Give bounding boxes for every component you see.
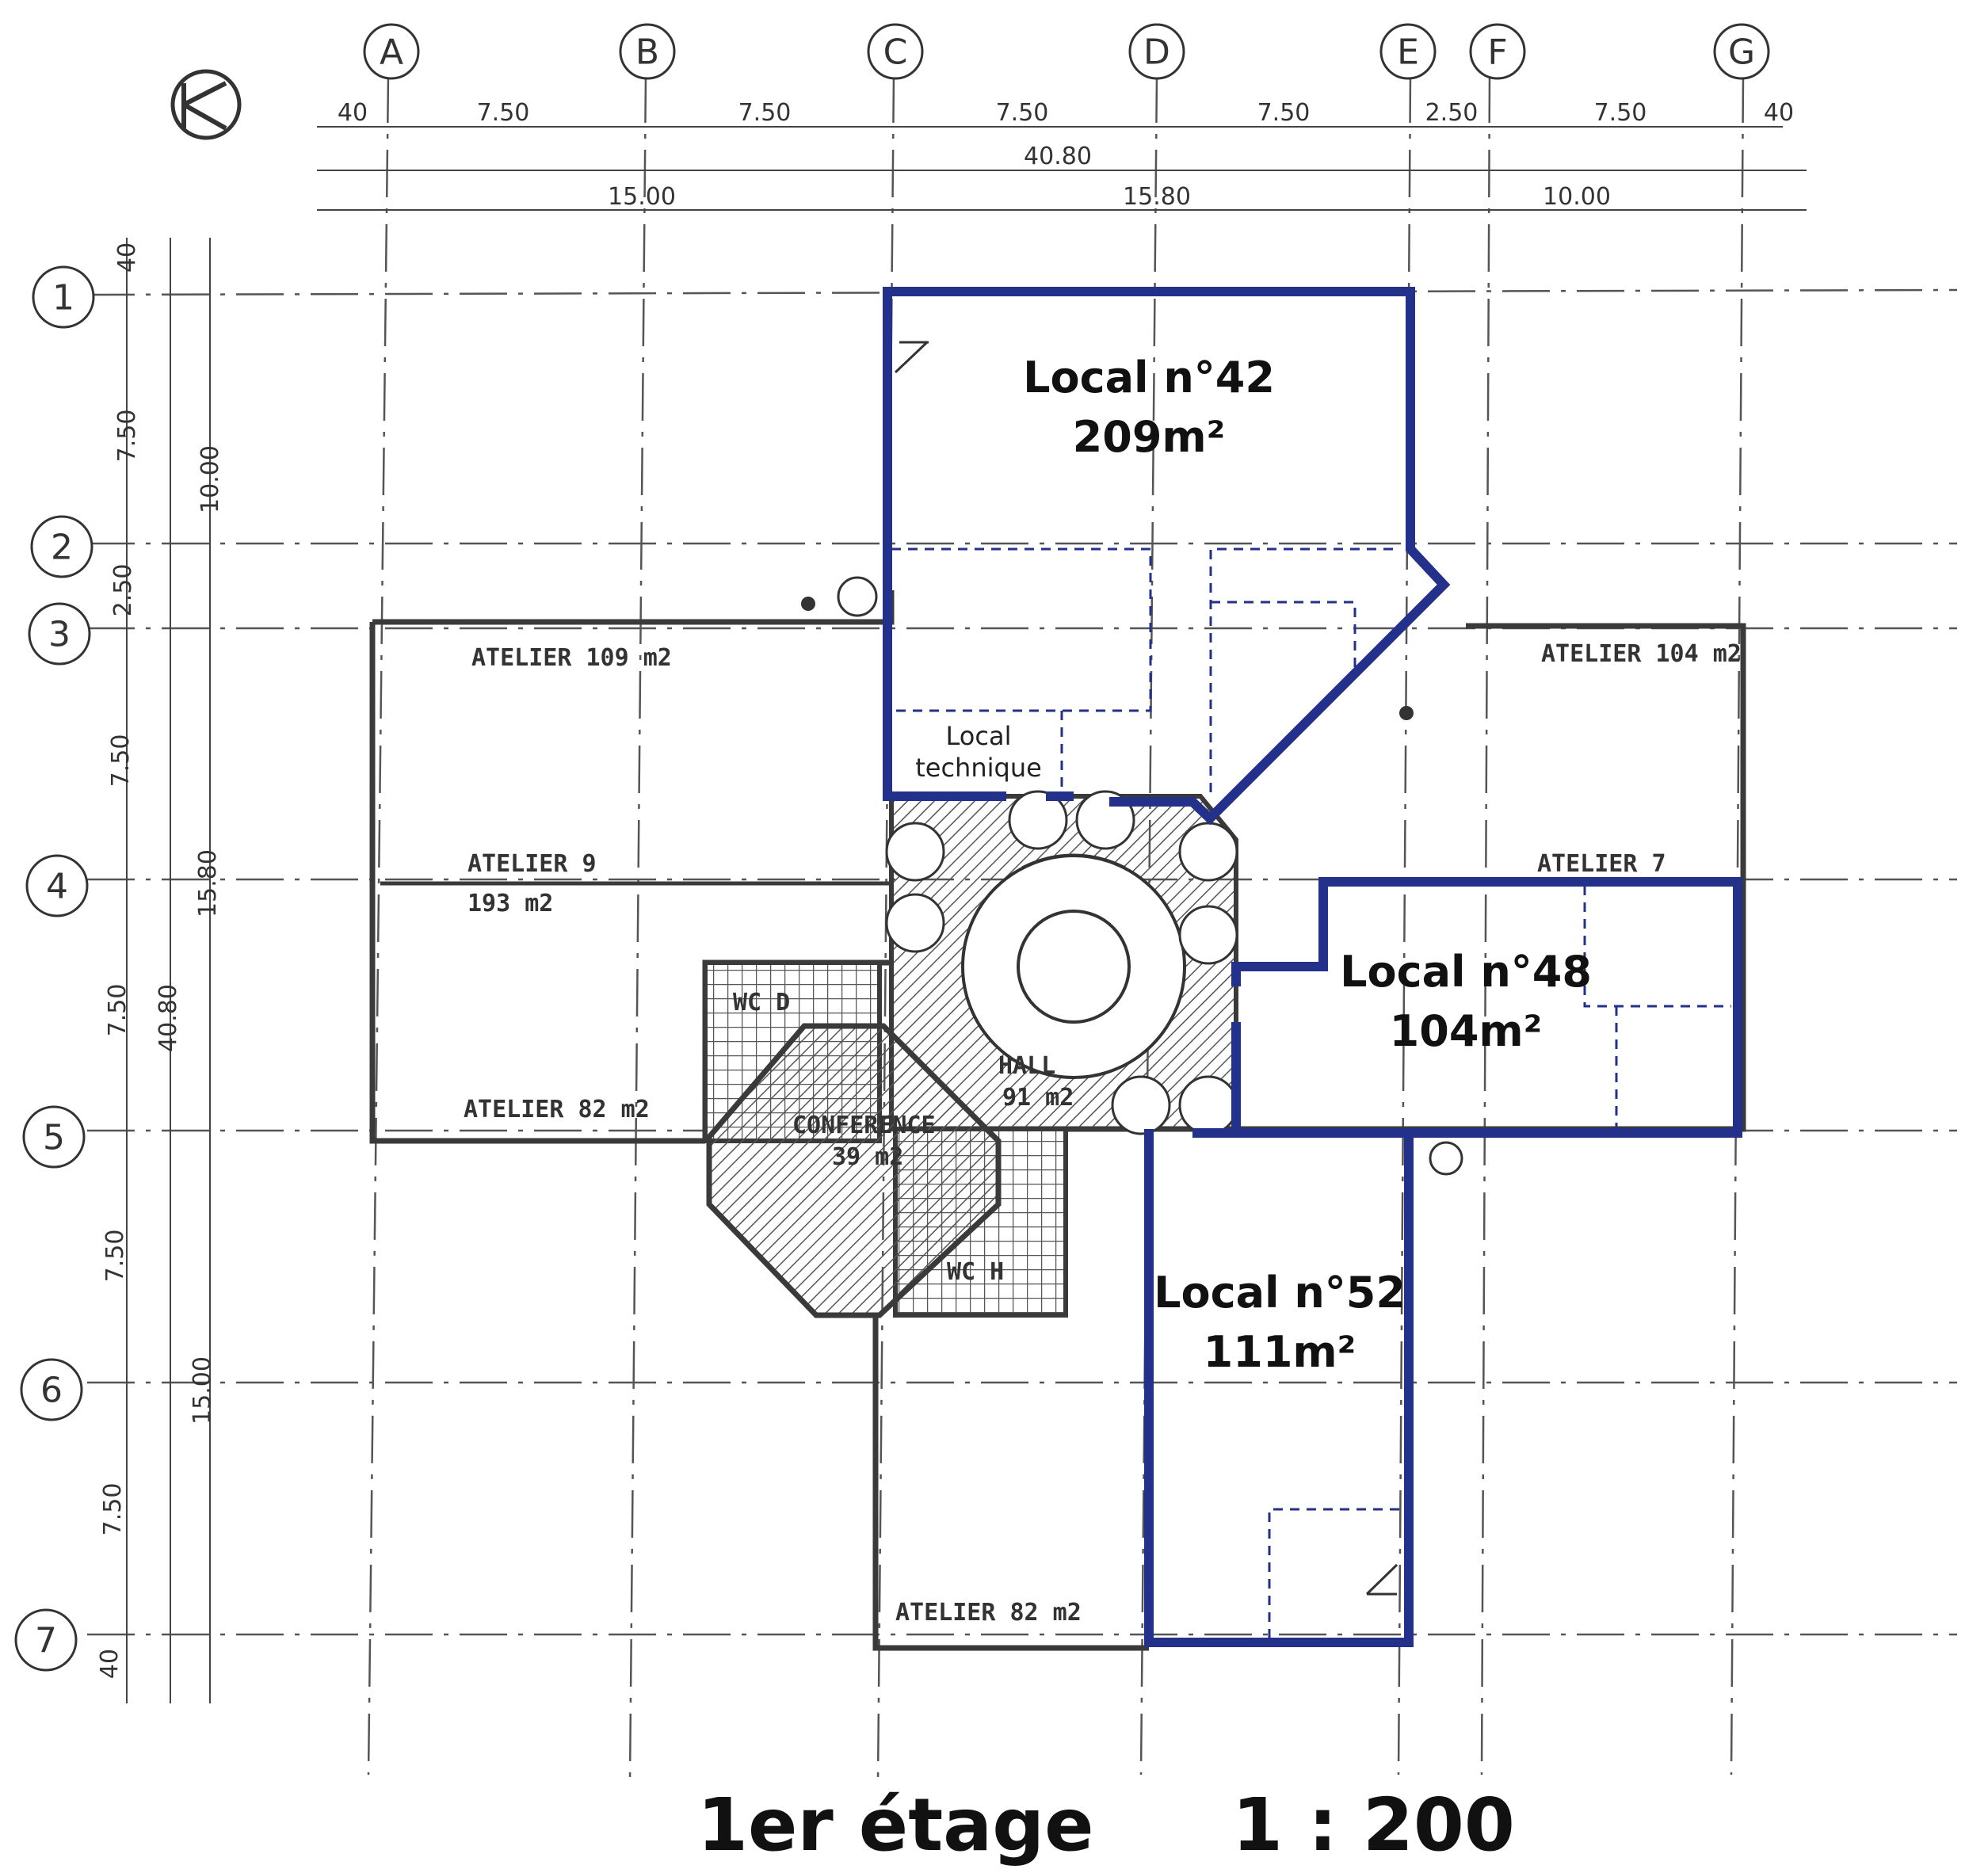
local-42: Local n°42 209m² Local technique [883, 287, 1451, 826]
svg-text:2.50: 2.50 [1425, 99, 1479, 127]
svg-text:7.50: 7.50 [1257, 99, 1311, 127]
svg-text:7.50: 7.50 [738, 99, 792, 127]
axis-marker-e: E [1379, 23, 1437, 80]
axis-marker-b: B [619, 23, 676, 80]
room-label-atelier-82: ATELIER 82 m2 [464, 1096, 650, 1123]
room-label-wc-h: WC H [947, 1258, 1004, 1286]
local-48-area: 104m² [1390, 1006, 1543, 1056]
svg-text:15.00: 15.00 [189, 1356, 216, 1425]
axis-marker-1: 1 [32, 265, 95, 329]
svg-text:15.80: 15.80 [194, 849, 222, 917]
svg-text:2.50: 2.50 [109, 564, 137, 617]
svg-text:7.50: 7.50 [99, 1483, 127, 1536]
svg-text:C: C [883, 32, 908, 73]
plan-footer: 1er étage 1 : 200 [697, 1783, 1515, 1867]
svg-text:7.50: 7.50 [101, 1230, 129, 1283]
svg-text:D: D [1143, 32, 1170, 73]
axis-marker-a: A [363, 23, 420, 80]
svg-text:7.50: 7.50 [107, 734, 135, 788]
north-arrow-icon [170, 69, 242, 140]
local-48: Local n°48 104m² [1192, 877, 1742, 1138]
svg-text:5: 5 [43, 1118, 65, 1158]
room-label-atelier-9: ATELIER 9 [467, 850, 597, 878]
svg-text:7.50: 7.50 [477, 99, 530, 127]
room-label-atelier-9-area: 193 m2 [467, 890, 553, 917]
scale-label: 1 : 200 [1232, 1783, 1515, 1867]
local-technique-line1: Local [946, 721, 1012, 751]
svg-text:7: 7 [35, 1621, 57, 1661]
room-label-atelier-104: ATELIER 104 m2 [1541, 640, 1742, 668]
svg-text:40: 40 [96, 1649, 124, 1679]
local-42-name: Local n°42 [1023, 353, 1275, 402]
svg-text:40: 40 [1764, 99, 1794, 127]
svg-text:7.50: 7.50 [1594, 99, 1647, 127]
local-52: Local n°52 111m² [1144, 1129, 1414, 1647]
row-axis-markers: 1 2 3 4 5 6 7 [14, 265, 95, 1672]
svg-text:15.80: 15.80 [1123, 183, 1191, 211]
axis-marker-2: 2 [30, 515, 93, 578]
local-technique-line2: technique [915, 753, 1042, 783]
room-label-atelier-82-bottom: ATELIER 82 m2 [895, 1599, 1082, 1627]
svg-text:10.00: 10.00 [197, 445, 224, 513]
svg-text:A: A [380, 32, 403, 73]
axis-marker-3: 3 [28, 602, 91, 666]
local-52-name: Local n°52 [1154, 1268, 1406, 1318]
svg-text:2: 2 [51, 528, 73, 568]
building-walls [369, 576, 1746, 1651]
svg-text:4: 4 [46, 867, 68, 907]
room-label-conference-area: 39 m2 [832, 1143, 903, 1171]
svg-text:40.80: 40.80 [1024, 143, 1092, 170]
local-42-area: 209m² [1073, 412, 1226, 462]
svg-text:40: 40 [113, 242, 141, 273]
svg-text:3: 3 [48, 615, 71, 655]
local-48-name: Local n°48 [1340, 947, 1592, 997]
svg-text:7.50: 7.50 [104, 984, 132, 1037]
axis-marker-g: G [1713, 23, 1770, 80]
column-axis-markers: A B C D E F G [363, 23, 1770, 80]
svg-text:1: 1 [52, 278, 74, 318]
svg-text:7.50: 7.50 [113, 410, 141, 463]
axis-marker-4: 4 [25, 854, 89, 917]
axis-marker-c: C [867, 23, 924, 80]
svg-text:15.00: 15.00 [608, 183, 676, 211]
local-52-area: 111m² [1204, 1327, 1356, 1377]
svg-text:10.00: 10.00 [1543, 183, 1611, 211]
floor-label: 1er étage [697, 1783, 1094, 1867]
svg-text:40.80: 40.80 [155, 984, 182, 1052]
room-label-wc-d: WC D [733, 989, 790, 1017]
room-label-atelier-7: ATELIER 7 [1537, 850, 1666, 878]
room-label-atelier-109: ATELIER 109 m2 [471, 644, 672, 672]
axis-marker-5: 5 [22, 1105, 86, 1169]
left-dimensions: 40 7.50 2.50 7.50 7.50 7.50 7.50 40 10.0… [96, 242, 224, 1679]
svg-text:E: E [1397, 32, 1419, 73]
svg-text:B: B [635, 32, 659, 73]
axis-marker-f: F [1469, 23, 1526, 80]
axis-marker-7: 7 [14, 1608, 78, 1672]
dimension-lines [126, 126, 1807, 1703]
axis-marker-d: D [1128, 23, 1185, 80]
svg-text:F: F [1487, 32, 1507, 73]
axis-marker-6: 6 [20, 1358, 83, 1421]
room-label-conference: CONFERENCE [792, 1112, 936, 1139]
svg-text:40: 40 [338, 99, 368, 127]
svg-text:G: G [1728, 32, 1755, 73]
room-labels: ATELIER 109 m2 ATELIER 9 193 m2 ATELIER … [464, 640, 1742, 1627]
room-label-hall: HALL [998, 1052, 1055, 1080]
svg-text:6: 6 [40, 1371, 63, 1411]
room-label-hall-area: 91 m2 [1002, 1084, 1074, 1112]
svg-text:7.50: 7.50 [996, 99, 1049, 127]
top-dimensions: 40 7.50 7.50 7.50 7.50 2.50 7.50 40 40.8… [338, 99, 1794, 211]
